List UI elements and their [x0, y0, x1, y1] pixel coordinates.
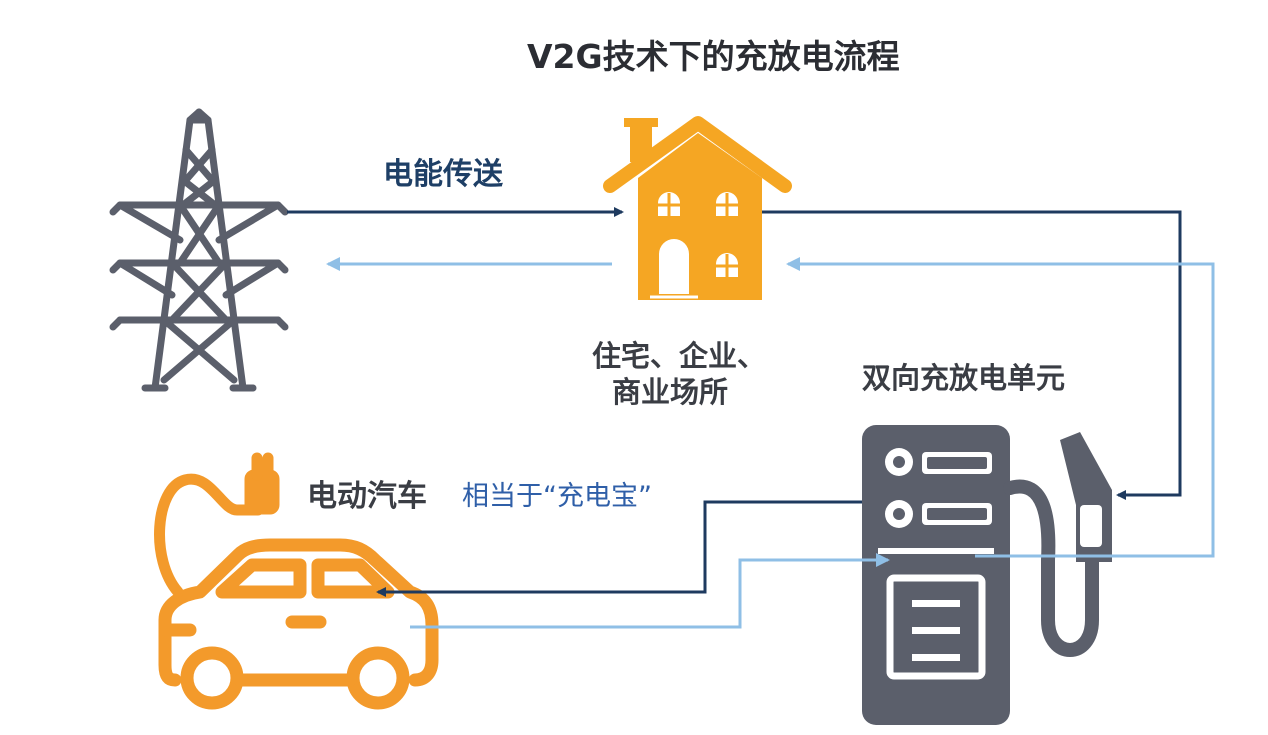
energy-transfer-label: 电能传送 [383, 157, 503, 192]
house-icon [603, 116, 792, 300]
diagram-title: V2G技术下的充放电流程 [527, 37, 900, 76]
homes-label-line2: 商业场所 [612, 375, 729, 410]
electric-car-icon [158, 538, 439, 710]
arrow-station-to-house [786, 257, 1215, 558]
flow-arrows [287, 207, 1215, 629]
charging-station-icon [862, 425, 1112, 725]
homes-businesses-label: 住宅、企业、 商业场所 [592, 338, 766, 411]
ev-label: 电动汽车 [307, 479, 427, 514]
arrow-car-to-station [410, 553, 890, 629]
arrow-station-to-car [376, 500, 862, 597]
plug-icon [154, 452, 280, 598]
arrow-house-to-station [762, 210, 1182, 500]
ev-powerbank-note: 相当于“充电宝” [462, 481, 652, 512]
transmission-tower-icon [109, 108, 289, 392]
homes-label-line1: 住宅、企业、 [592, 339, 767, 373]
bidirectional-unit-label: 双向充放电单元 [862, 361, 1066, 395]
